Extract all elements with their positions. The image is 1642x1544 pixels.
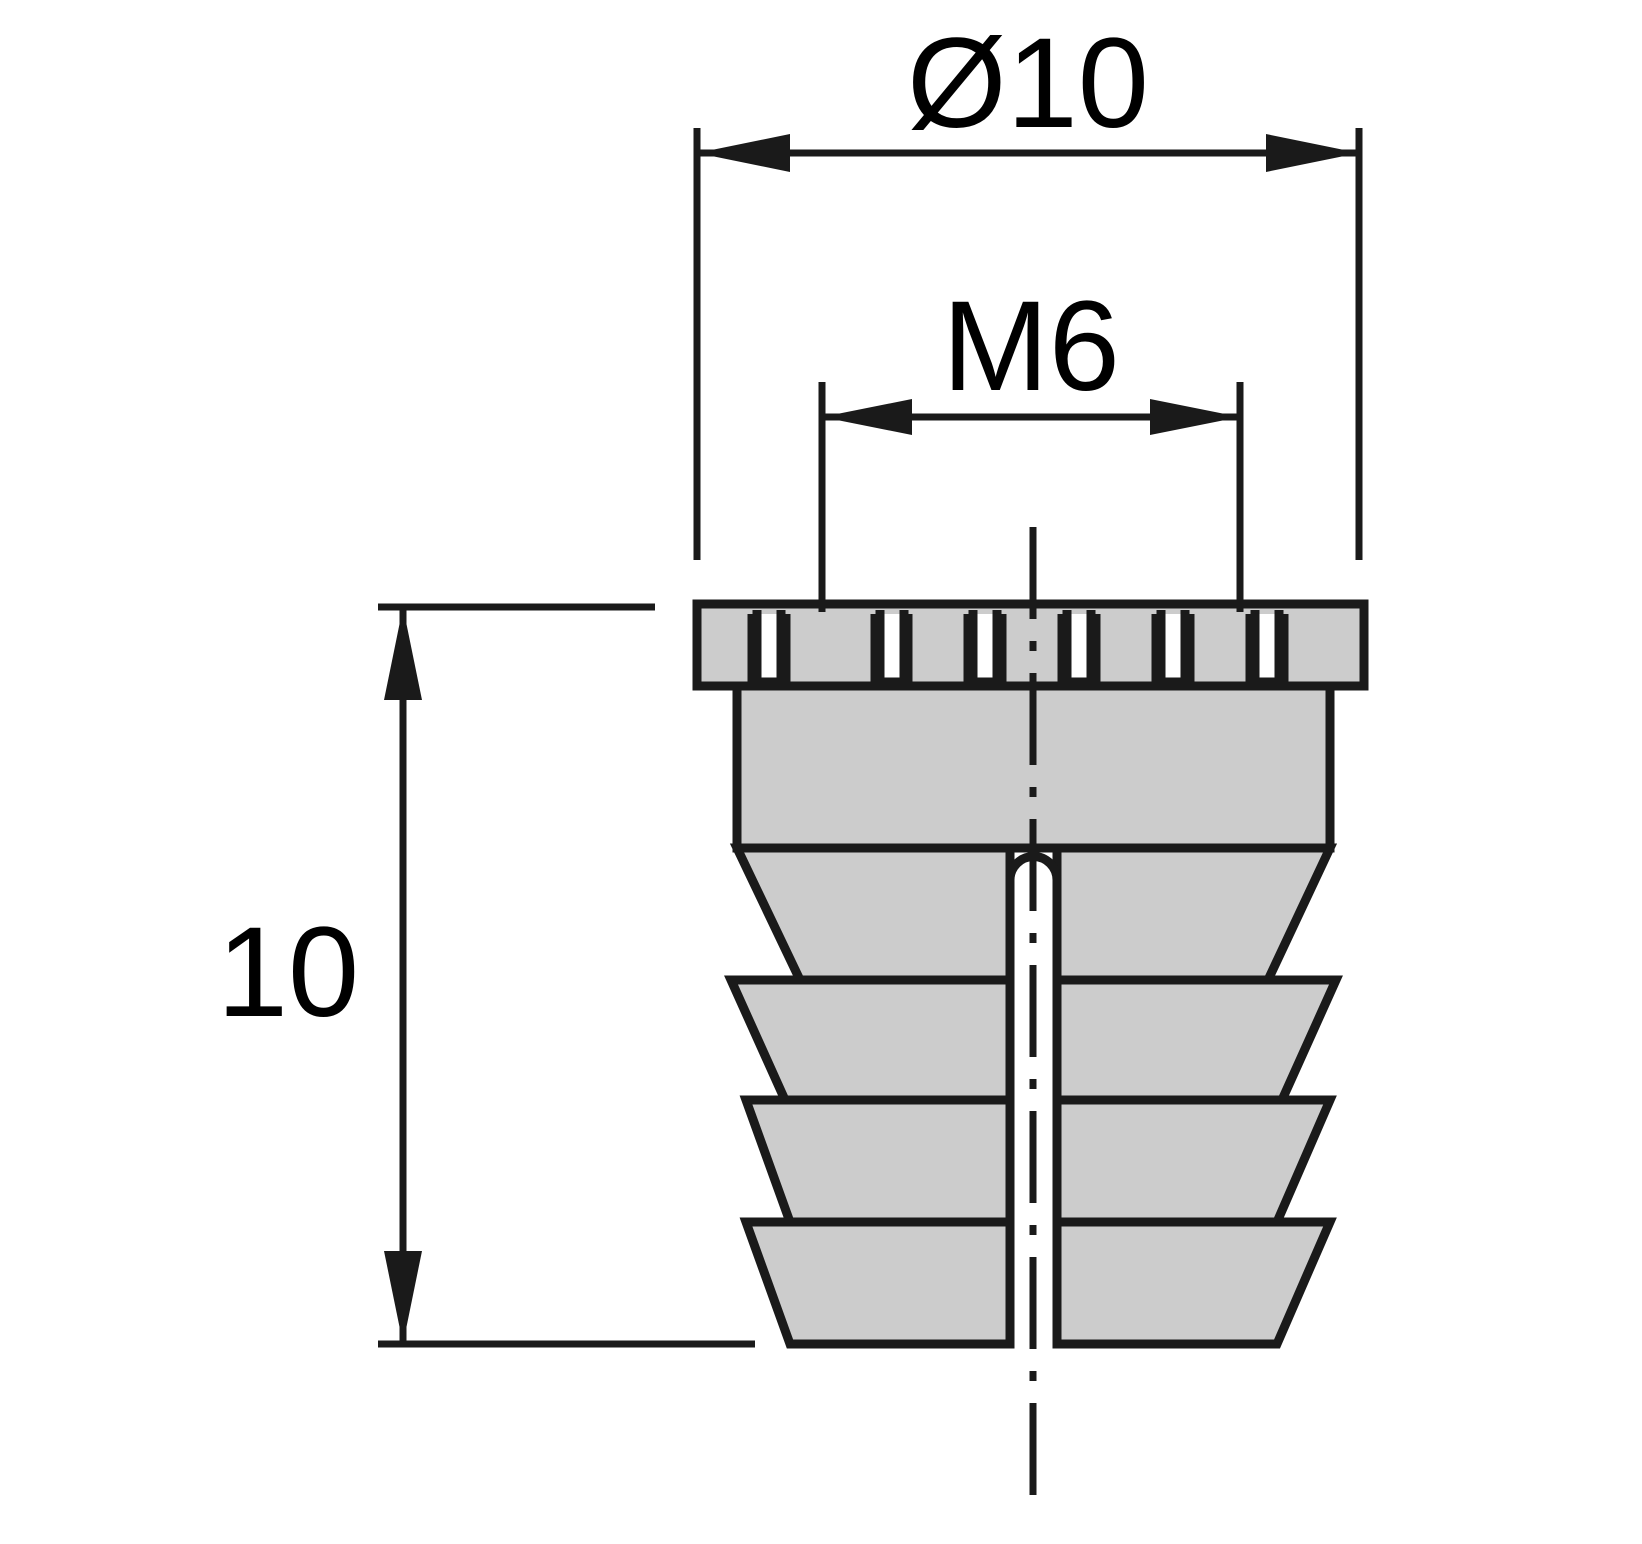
m6-dimension-label: M6 bbox=[942, 275, 1120, 418]
part-geometry bbox=[692, 527, 1369, 1500]
height-arrow-top bbox=[384, 607, 422, 700]
od-dimension-label: Ø10 bbox=[907, 12, 1149, 155]
flange-head bbox=[692, 599, 1369, 691]
od-arrow-left bbox=[697, 134, 790, 172]
barb-ring-2-left bbox=[724, 975, 1015, 1105]
barb-ring-4-left bbox=[739, 1217, 1015, 1349]
barb-ring-3 bbox=[739, 1095, 1337, 1227]
height-arrow-bottom bbox=[384, 1251, 422, 1344]
dimension-thread-size: M6 bbox=[818, 275, 1244, 612]
m6-arrow-right bbox=[1150, 399, 1240, 435]
dimension-height: 10 bbox=[217, 603, 755, 1348]
barb-ring-1-right bbox=[1052, 843, 1338, 985]
barb-ring-1 bbox=[729, 843, 1338, 985]
m6-arrow-left bbox=[822, 399, 912, 435]
barb-ring-4-right bbox=[1052, 1217, 1337, 1349]
flange-teeth-slots bbox=[747, 614, 1289, 686]
dimension-outer-diameter: Ø10 bbox=[693, 12, 1363, 560]
barb-ring-2-right bbox=[1052, 975, 1343, 1105]
barb-ring-4 bbox=[739, 1217, 1337, 1349]
barb-ring-3-left bbox=[739, 1095, 1015, 1227]
od-arrow-right bbox=[1266, 134, 1359, 172]
barb-ring-1-left bbox=[729, 843, 1015, 985]
height-dimension-label: 10 bbox=[217, 901, 359, 1044]
barb-ring-3-right bbox=[1052, 1095, 1337, 1227]
barb-ring-2 bbox=[724, 975, 1343, 1105]
